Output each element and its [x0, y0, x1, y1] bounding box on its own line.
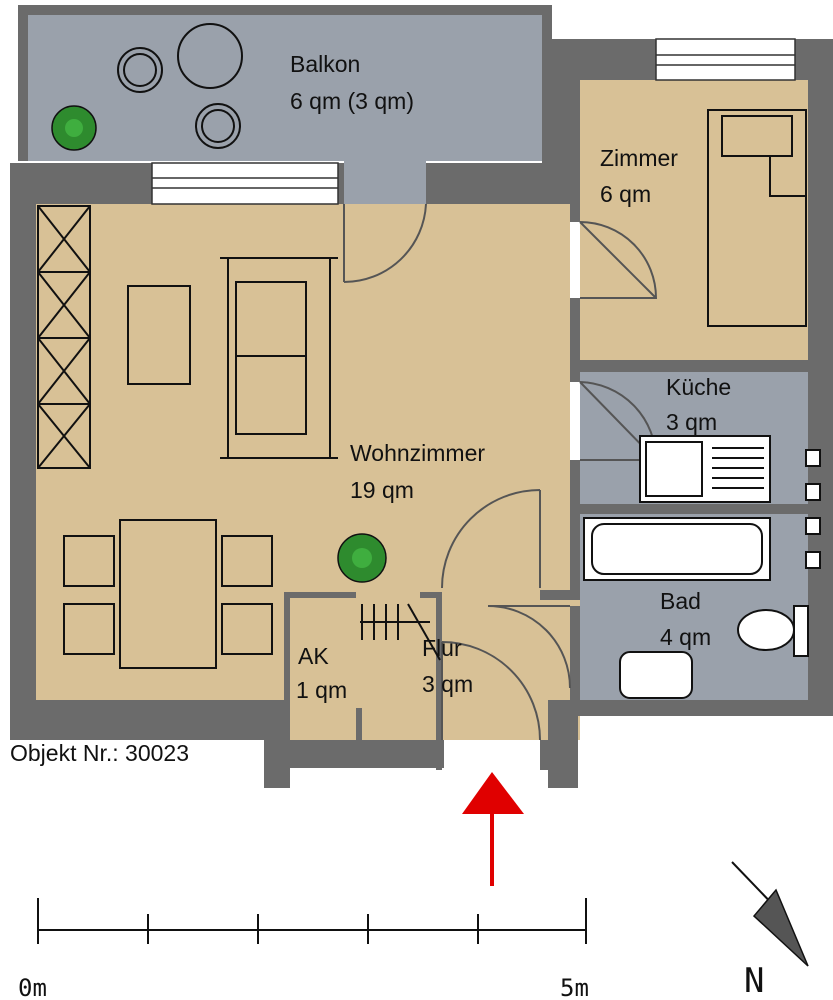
- object-number: Objekt Nr.: 30023: [10, 740, 189, 766]
- stairs: [360, 603, 441, 661]
- scale-start-label: 0m: [18, 974, 47, 1000]
- ak-floor: [290, 600, 440, 740]
- kueche-area: 3 qm: [666, 409, 717, 435]
- kitchen-sink: [639, 435, 771, 503]
- north-label: N: [744, 961, 764, 1000]
- balkon-name: Balkon: [290, 51, 360, 77]
- scale-bar: [37, 898, 587, 944]
- zimmer-floor: [580, 80, 808, 360]
- flur-area: 3 qm: [422, 671, 473, 697]
- wohnzimmer-name: Wohnzimmer: [350, 440, 485, 466]
- north-arrow-icon: [731, 861, 809, 967]
- washbasin: [619, 651, 693, 699]
- balkon-floor: [28, 15, 542, 161]
- flur-name: Flur: [422, 635, 462, 661]
- stove: [805, 449, 821, 569]
- bad-name: Bad: [660, 588, 701, 614]
- dining-table: [63, 519, 273, 669]
- sofa: [220, 257, 338, 459]
- balkon-exit-floor: [344, 161, 426, 205]
- walls: [10, 5, 833, 788]
- bed: [707, 109, 807, 327]
- ak-name: AK: [298, 643, 329, 669]
- balcony-chairs: [117, 23, 243, 149]
- wardrobe: [37, 205, 91, 469]
- zimmer-area: 6 qm: [600, 181, 651, 207]
- wohnzimmer-area: 19 qm: [350, 477, 414, 503]
- toilet: [737, 605, 809, 657]
- entrance-arrow-icon: [462, 772, 524, 886]
- bathtub: [583, 517, 771, 581]
- scale-end-label: 5m: [560, 974, 589, 1000]
- coffee-table: [127, 285, 191, 385]
- plant-icon: [51, 105, 97, 151]
- bad-area: 4 qm: [660, 624, 711, 650]
- zimmer-name: Zimmer: [600, 145, 678, 171]
- kueche-name: Küche: [666, 374, 731, 400]
- windows: [151, 38, 796, 205]
- balkon-area: 6 qm (3 qm): [290, 88, 414, 114]
- ak-area: 1 qm: [296, 677, 347, 703]
- plant-icon: [337, 533, 387, 583]
